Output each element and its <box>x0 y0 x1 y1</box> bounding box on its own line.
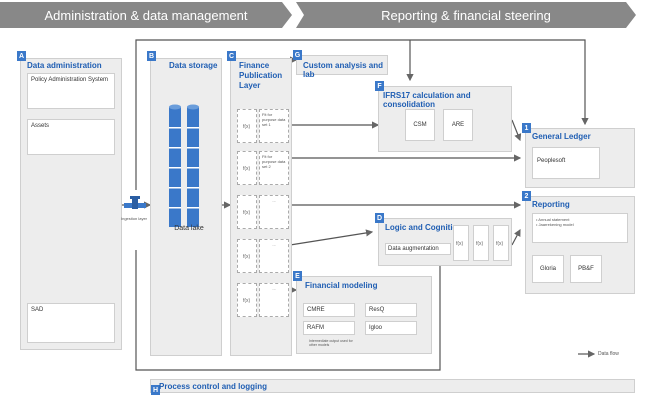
fx-label: f(x) <box>243 124 251 130</box>
ifrs17-panel: F IFRS17 calculation and consolidation C… <box>375 81 512 152</box>
ingestion-valve-icon <box>124 196 146 214</box>
admin-banner-label: Administration & data management <box>44 7 248 23</box>
jaarrekening-label: Jaarrekening model <box>538 222 574 227</box>
logic-fx-1[interactable]: f(x) <box>453 225 469 261</box>
gloria-box[interactable]: Gloria <box>532 255 564 283</box>
ingestion-label: Ingestion layer <box>120 216 147 221</box>
ifrs17-title: IFRS17 calculation and consolidation <box>383 91 471 109</box>
fx-label: f(x) <box>496 241 504 247</box>
reporting-outputs-box[interactable]: • Annual statement • Jaarrekening model <box>532 213 628 243</box>
policy-admin-label: Policy Administration System <box>31 77 109 83</box>
data-administration-title: Data administration <box>27 61 102 70</box>
annual-statement-item: • Annual statement <box>536 217 570 222</box>
logic-fx-3[interactable]: f(x) <box>493 225 509 261</box>
sad-label: SAD <box>31 307 44 313</box>
fx-label: f(x) <box>456 241 464 247</box>
process-control-title: Process control and logging <box>159 382 268 391</box>
assets-box[interactable]: Assets <box>27 119 115 155</box>
logic-fx-2[interactable]: f(x) <box>473 225 489 261</box>
data-set-5-label: ... <box>272 286 276 291</box>
fx-label: f(x) <box>476 241 484 247</box>
financial-modeling-panel: E Financial modeling CMRE ResQ RAFM Iglo… <box>293 271 432 354</box>
resq-label: ResQ <box>369 307 385 313</box>
data-set-1[interactable]: Fit for purpose data set 1 <box>259 109 289 143</box>
jaarrekening-item: • Jaarrekening model <box>536 222 574 227</box>
sad-box[interactable]: SAD <box>27 303 115 343</box>
badge-f: F <box>375 81 384 91</box>
fx-label: f(x) <box>243 210 251 216</box>
admin-banner: Administration & data management <box>0 2 292 28</box>
process-control-panel[interactable]: H Process control and logging <box>150 379 635 395</box>
reporting-panel: 2 Reporting • Annual statement • Jaarrek… <box>522 191 635 294</box>
data-augmentation-label: Data augmentation <box>388 246 439 252</box>
badge-a: A <box>17 51 26 61</box>
finance-publication-title: Finance Publication Layer <box>239 61 283 90</box>
finance-publication-panel: C Finance Publication Layer f(x) Fit for… <box>227 51 292 356</box>
gloria-label: Gloria <box>539 266 556 272</box>
are-box[interactable]: ARE <box>443 109 473 141</box>
csm-box[interactable]: CSM <box>405 109 435 141</box>
igloo-label: Igloo <box>369 325 383 331</box>
data-storage-title: Data storage <box>169 61 218 70</box>
intermediate-output-note: Intermediate output used for other model… <box>309 339 353 347</box>
cmre-box[interactable]: CMRE <box>303 303 355 317</box>
cmre-label: CMRE <box>307 307 325 313</box>
fx-label: f(x) <box>243 254 251 260</box>
reporting-title: Reporting <box>532 200 570 209</box>
badge-d: D <box>375 213 384 223</box>
data-flow-legend-label: Data flow <box>598 351 619 357</box>
peoplesoft-label: Peoplesoft <box>537 158 566 164</box>
logic-cognition-title: Logic and Cognition <box>385 223 463 232</box>
badge-g: G <box>293 50 302 60</box>
database-cylinders-icon <box>167 103 211 233</box>
data-set-4-label: ... <box>272 242 276 247</box>
badge-c: C <box>227 51 236 61</box>
are-label: ARE <box>451 122 465 128</box>
badge-h: H <box>151 385 160 395</box>
fx-box-1[interactable]: f(x) <box>237 109 257 143</box>
data-set-1-label: Fit for purpose data set 1 <box>262 112 286 127</box>
data-storage-panel: B Data storage Data l <box>147 51 222 356</box>
data-administration-panel: A Data administration Policy Administrat… <box>17 51 122 350</box>
fx-label: f(x) <box>243 298 251 304</box>
assets-label: Assets <box>31 123 50 129</box>
annual-statement-label: Annual statement <box>538 217 570 222</box>
logic-cognition-panel: D Logic and Cognition Data augmentation … <box>375 213 512 266</box>
custom-analysis-title: Custom analysis and lab <box>303 61 384 79</box>
fx-box-5[interactable]: f(x) <box>237 283 257 317</box>
fx-box-4[interactable]: f(x) <box>237 239 257 273</box>
data-augmentation-box[interactable]: Data augmentation <box>385 243 451 255</box>
data-lake-label: Data lake <box>174 225 204 232</box>
resq-box[interactable]: ResQ <box>365 303 417 317</box>
policy-admin-box[interactable]: Policy Administration System <box>27 73 115 109</box>
igloo-box[interactable]: Igloo <box>365 321 417 335</box>
general-ledger-title: General Ledger <box>532 132 591 141</box>
peoplesoft-box[interactable]: Peoplesoft <box>532 147 600 179</box>
rafm-box[interactable]: RAFM <box>303 321 355 335</box>
fx-label: f(x) <box>243 166 251 172</box>
pbf-box[interactable]: PB&F <box>570 255 602 283</box>
general-ledger-panel: 1 General Ledger Peoplesoft <box>522 123 635 188</box>
data-set-2[interactable]: Fit for purpose data set 2 <box>259 151 289 185</box>
data-set-3-label: ... <box>272 198 276 203</box>
data-set-4[interactable]: ... <box>259 239 289 273</box>
csm-label: CSM <box>413 122 427 128</box>
data-set-5[interactable]: ... <box>259 283 289 317</box>
pbf-label: PB&F <box>578 266 594 272</box>
rafm-label: RAFM <box>307 325 324 331</box>
reporting-banner: Reporting & financial steering <box>296 2 636 28</box>
badge-b: B <box>147 51 156 61</box>
financial-modeling-title: Financial modeling <box>305 281 378 290</box>
data-set-3[interactable]: ... <box>259 195 289 229</box>
custom-analysis-panel[interactable]: G Custom analysis and lab <box>293 50 388 79</box>
fx-box-2[interactable]: f(x) <box>237 151 257 185</box>
fx-box-3[interactable]: f(x) <box>237 195 257 229</box>
data-set-2-label: Fit for purpose data set 2 <box>262 154 286 169</box>
reporting-banner-label: Reporting & financial steering <box>381 7 551 23</box>
badge-1: 1 <box>522 123 531 133</box>
badge-2: 2 <box>522 191 531 201</box>
badge-e: E <box>293 271 302 281</box>
